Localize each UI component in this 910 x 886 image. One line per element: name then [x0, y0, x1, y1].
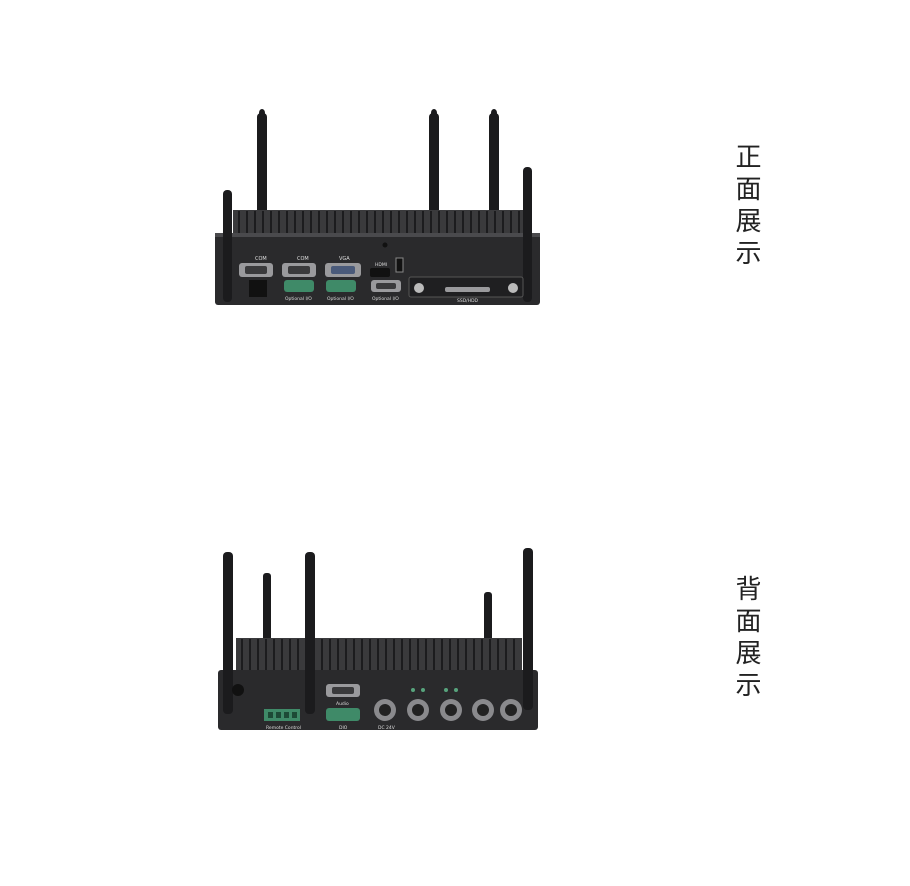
port-label: Optional I/O	[327, 296, 354, 302]
port-label: DC 24V	[378, 725, 396, 731]
usb-connector	[472, 699, 494, 721]
antenna	[523, 548, 533, 710]
power-jack	[249, 280, 267, 297]
antenna	[523, 167, 532, 302]
antenna	[257, 109, 267, 218]
back-view-caption: 背面展示	[731, 575, 761, 703]
port-label: COM	[297, 256, 309, 262]
audio-port: Audio	[326, 684, 360, 707]
heatsink-fins	[233, 210, 525, 235]
lan-connector	[440, 699, 462, 721]
front-view-caption: 正面展示	[731, 143, 761, 271]
remote-control-terminal: Remote Control	[264, 709, 301, 731]
dc-in-connector: DC 24V	[374, 699, 396, 731]
usb-connector	[500, 699, 522, 721]
antenna	[223, 552, 233, 714]
port-label: Optional I/O	[372, 296, 399, 302]
port-label: Remote Control	[266, 725, 301, 731]
usb-port	[395, 257, 404, 273]
vga-port: VGA	[325, 256, 361, 277]
port-label: Audio	[336, 701, 349, 707]
optional-io-2: Optional I/O	[326, 280, 356, 302]
back-device-image: Remote Control Audio DIO DC 24V	[218, 548, 538, 731]
port-label: HDMI	[375, 262, 387, 268]
front-device-image: COM COM VGA HDMI Optional I/O Optional I…	[215, 109, 540, 305]
port-label: SSD/HDD	[457, 298, 479, 304]
antenna	[484, 592, 492, 642]
power-led	[382, 242, 388, 248]
hdmi-port: HDMI	[370, 262, 390, 277]
antenna	[489, 109, 499, 221]
antenna	[223, 190, 232, 302]
optional-io-1: Optional I/O	[284, 280, 314, 302]
antenna	[263, 573, 271, 641]
status-leds	[411, 688, 458, 692]
optional-io-3: Optional I/O	[371, 280, 401, 302]
com-port-2: COM	[282, 256, 316, 277]
port-label: VGA	[339, 256, 350, 262]
dio-port: DIO	[326, 708, 360, 731]
lan-connector	[407, 699, 429, 721]
power-button	[232, 684, 244, 696]
com-port-1: COM	[239, 256, 273, 277]
ssd-bay: SSD/HDD	[408, 276, 524, 304]
port-label: DIO	[339, 725, 348, 731]
port-label: Optional I/O	[285, 296, 312, 302]
antenna	[305, 552, 315, 714]
antenna	[429, 109, 439, 221]
heatsink-fins	[236, 638, 522, 673]
port-label: COM	[255, 256, 267, 262]
